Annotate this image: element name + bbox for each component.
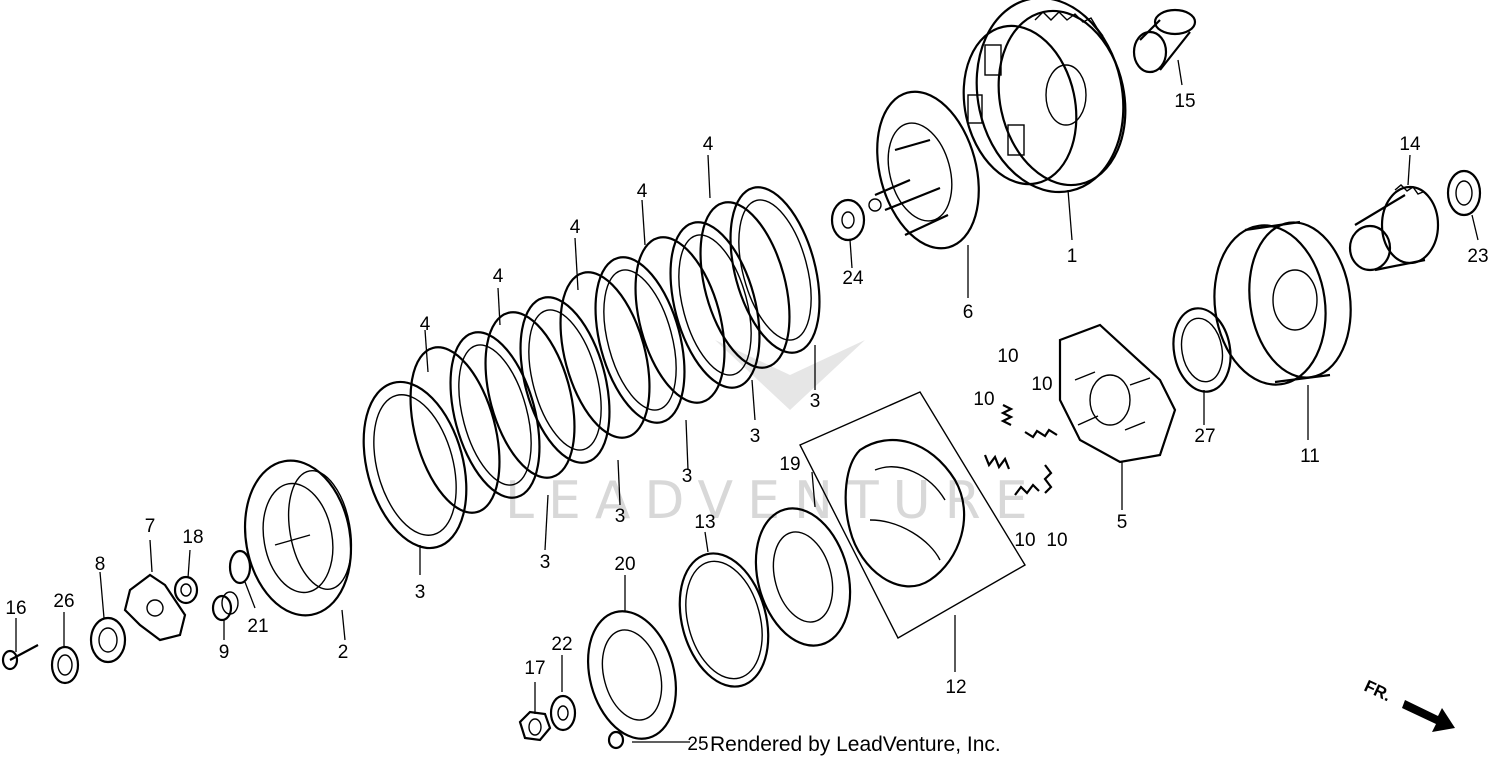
callout-3: 3: [540, 552, 551, 573]
callout-25: 25: [687, 734, 708, 755]
part-3-friction-disc[interactable]: [714, 178, 835, 363]
part-8-bearing[interactable]: [89, 616, 127, 664]
part-4-clutch-plate[interactable]: [469, 303, 590, 488]
callout-12: 12: [945, 677, 966, 698]
part-14-gear[interactable]: [1348, 184, 1440, 272]
front-direction-indicator: FR.: [1361, 676, 1455, 732]
part-7-plate[interactable]: [123, 573, 187, 642]
callout-8: 8: [95, 554, 106, 575]
callout-16: 16: [5, 598, 26, 619]
callout-3: 3: [750, 426, 761, 447]
callout-18: 18: [182, 527, 203, 548]
part-3-friction-disc[interactable]: [347, 370, 484, 559]
part-3-friction-disc[interactable]: [579, 248, 700, 433]
watermark-logo: [715, 340, 865, 410]
callouts: 1 2 3 3 3 3 3 3 4 4 4 4 4 5 6 7 8 9 10 1…: [5, 91, 1488, 755]
callout-5: 5: [1117, 512, 1128, 533]
part-4-clutch-plate[interactable]: [394, 338, 515, 523]
callout-4: 4: [493, 266, 504, 287]
callout-9: 9: [219, 642, 230, 663]
part-2-clutch-center[interactable]: [233, 452, 363, 624]
part-4-clutch-plate[interactable]: [619, 228, 740, 413]
part-1-clutch-outer[interactable]: [950, 0, 1141, 206]
callout-11: 11: [1300, 446, 1320, 467]
part-17-nut[interactable]: [518, 710, 552, 742]
part-3-friction-disc[interactable]: [434, 323, 555, 508]
part-23-washer[interactable]: [1446, 169, 1482, 217]
part-4-clutch-plate[interactable]: [684, 193, 805, 378]
callout-3: 3: [810, 391, 821, 412]
callout-14: 14: [1399, 134, 1421, 155]
part-3-friction-disc[interactable]: [654, 213, 775, 398]
callout-19: 19: [779, 454, 800, 475]
credit-text: Rendered by LeadVenture, Inc.: [710, 733, 1001, 756]
part-22-washer[interactable]: [549, 694, 577, 732]
part-21-washer[interactable]: [228, 549, 252, 585]
watermark-text: LEADVENTURE: [505, 471, 1042, 531]
callout-10: 10: [973, 389, 994, 410]
callout-1: 1: [1067, 246, 1078, 267]
part-26-bearing[interactable]: [50, 645, 80, 685]
callout-27: 27: [1194, 426, 1215, 447]
part-5-drive-plate[interactable]: [1058, 323, 1177, 464]
callout-20: 20: [614, 554, 635, 575]
callout-7: 7: [145, 516, 156, 537]
callout-15: 15: [1174, 91, 1195, 112]
callout-3: 3: [615, 506, 626, 527]
part-24-washer[interactable]: [830, 198, 866, 242]
callout-3: 3: [415, 582, 426, 603]
part-4-clutch-plate[interactable]: [544, 263, 665, 448]
callout-24: 24: [842, 268, 864, 289]
part-13-ring[interactable]: [666, 543, 782, 696]
part-16-bolt[interactable]: [1, 644, 39, 671]
callout-17: 17: [524, 658, 545, 679]
callout-26: 26: [53, 591, 74, 612]
callout-2: 2: [338, 642, 349, 663]
part-20-plate[interactable]: [575, 601, 690, 748]
part-9-spring[interactable]: [211, 591, 239, 622]
leader-lines: [15, 59, 1479, 743]
callout-13: 13: [694, 512, 715, 533]
callout-4: 4: [703, 134, 714, 155]
part-15-bushing[interactable]: [1132, 8, 1197, 74]
part-25-nut[interactable]: [607, 730, 625, 750]
callout-10: 10: [1046, 530, 1067, 551]
callout-22: 22: [551, 634, 572, 655]
callout-4: 4: [637, 181, 648, 202]
part-12-weight-assembly[interactable]: [799, 391, 1026, 639]
part-10-springs[interactable]: [983, 404, 1058, 496]
part-3-friction-disc[interactable]: [504, 288, 625, 473]
callout-10: 10: [997, 346, 1018, 367]
callout-21: 21: [247, 616, 268, 637]
callout-23: 23: [1467, 246, 1488, 267]
arrow-icon: [1402, 700, 1455, 732]
part-19-plate[interactable]: [741, 498, 864, 657]
part-6-drive-plate[interactable]: [861, 80, 995, 259]
callout-4: 4: [570, 217, 581, 238]
callout-4: 4: [420, 314, 431, 335]
part-27-one-way-clutch[interactable]: [1167, 304, 1237, 396]
clutch-plate-stack: [347, 178, 835, 559]
callout-10: 10: [1031, 374, 1052, 395]
part-18-nut[interactable]: [173, 575, 199, 605]
callout-10: 10: [1014, 530, 1035, 551]
fr-label: FR.: [1361, 676, 1394, 705]
callout-6: 6: [963, 302, 974, 323]
part-11-outer-drum[interactable]: [1204, 216, 1360, 392]
callout-3: 3: [682, 466, 693, 487]
